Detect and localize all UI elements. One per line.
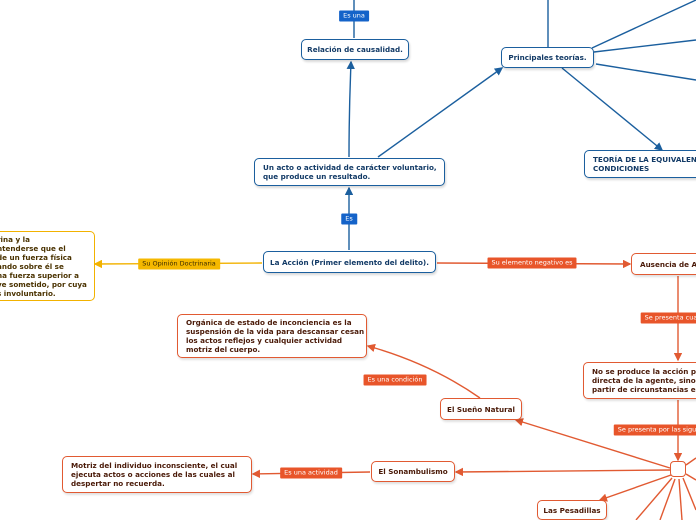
node-relacion[interactable]: Relación de causalidad. — [301, 39, 409, 60]
edge-teorias-r2 — [593, 39, 696, 53]
edge-hub-s2 — [659, 478, 676, 520]
label-es-una-actividad: Es una actividad — [280, 467, 342, 479]
edge-hub-s3 — [678, 478, 683, 520]
edge-hub-s5 — [685, 473, 696, 481]
label-es: Es — [341, 213, 357, 225]
node-hub[interactable] — [670, 461, 686, 477]
edge-suenio-organica — [366, 343, 481, 399]
node-motriz[interactable]: Motriz del individuo inconsciente, el cu… — [62, 456, 252, 493]
edge-hub-sonambulismo — [454, 467, 671, 477]
node-organica[interactable]: Orgánica de estado de inconciencia es la… — [177, 314, 367, 358]
label-su-elemento: Su elemento negativo es — [487, 257, 577, 269]
edge-teorias-r1 — [591, 0, 696, 49]
node-accion[interactable]: La Acción (Primer elemento del delito). — [263, 251, 436, 273]
node-acto[interactable]: Un acto o actividad de carácter voluntar… — [254, 158, 445, 186]
node-equivalencia[interactable]: TEORÍA DE LA EQUIVALEN CONDICIONES — [584, 150, 696, 178]
label-su-opinion: Su Opinión Doctrinaria — [138, 258, 220, 270]
node-suenio[interactable]: El Sueño Natural — [440, 398, 522, 420]
node-ausencia[interactable]: Ausencia de Ac — [631, 253, 696, 275]
edge-hub-s4 — [682, 477, 696, 511]
label-se-presenta-cua: Se presenta cua — [640, 312, 696, 324]
node-doctrina[interactable]: rina y la ntenderse que el de un fuerza … — [0, 231, 95, 301]
edge-teorias-r3 — [595, 63, 696, 81]
edge-acto-teorias — [377, 67, 504, 158]
edge-teorias-equivalencia — [561, 67, 664, 151]
node-pesadillas[interactable]: Las Pesadillas — [537, 500, 607, 520]
label-se-presenta-sig: Se presenta por las sigu — [613, 424, 696, 436]
edge-hub-suenio — [514, 418, 671, 469]
edge-hub-s1 — [635, 477, 673, 520]
node-no-produce[interactable]: No se produce la acción po directa de la… — [583, 362, 696, 399]
edge-hub-s6 — [685, 457, 696, 466]
edge-acto-relacion — [346, 60, 355, 158]
label-es-una-top: Es una — [339, 10, 369, 22]
node-teorias[interactable]: Principales teorías. — [501, 47, 594, 68]
node-sonambulismo[interactable]: El Sonambulismo — [371, 461, 455, 482]
label-es-una-condicion: Es una condición — [363, 374, 427, 386]
edge-hub-pesadillas — [598, 474, 672, 502]
